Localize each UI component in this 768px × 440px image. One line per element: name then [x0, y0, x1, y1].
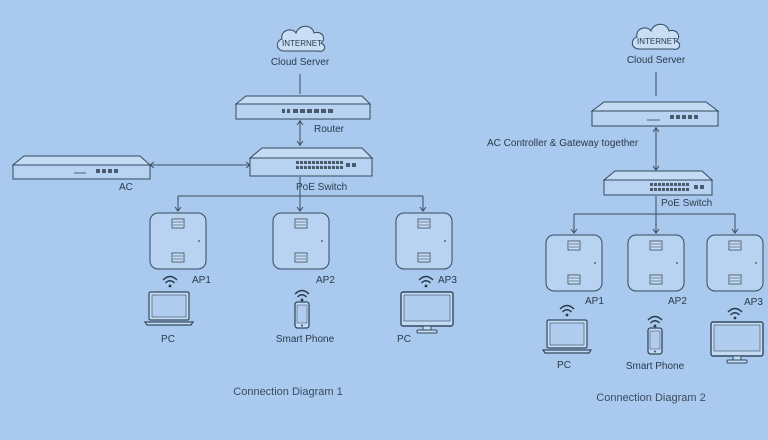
wifi-icon	[162, 275, 178, 289]
laptop-icon	[144, 291, 194, 326]
ap3-icon	[395, 212, 453, 270]
controller-gateway-label: AC Controller & Gateway together	[487, 138, 639, 149]
smartphone-icon	[294, 301, 310, 329]
ap3-icon	[706, 234, 764, 292]
smartphone-label: Smart Phone	[276, 334, 335, 345]
ap1-label: AP1	[585, 296, 604, 307]
cloud-server-label: Cloud Server	[271, 57, 330, 68]
monitor-icon	[400, 291, 454, 334]
pc1-label: PC	[557, 360, 571, 371]
ap1-label: AP1	[192, 275, 211, 286]
ac-label: AC	[119, 182, 133, 193]
ap2-icon	[627, 234, 685, 292]
router-label: Router	[314, 124, 345, 135]
poe-switch-label: PoE Switch	[296, 182, 347, 193]
laptop-icon	[542, 319, 592, 354]
pc1-label: PC	[161, 334, 175, 345]
pc2-label: PC	[397, 334, 411, 345]
smartphone-icon	[647, 327, 663, 355]
ap3-label: AP3	[438, 275, 457, 286]
ap2-label: AP2	[316, 275, 335, 286]
wifi-icon	[727, 307, 743, 321]
wifi-icon	[294, 289, 310, 303]
diagram-2-caption: Connection Diagram 2	[596, 392, 705, 404]
poe-switch-label: PoE Switch	[661, 198, 712, 209]
wifi-icon	[559, 304, 575, 318]
ap3-label: AP3	[744, 297, 763, 308]
controller-gateway-icon	[590, 101, 720, 127]
cloud-server-label: Cloud Server	[627, 55, 686, 66]
diagram-2: INTERNET Cloud Server AC Controller & Ga…	[487, 23, 764, 404]
wifi-icon	[647, 315, 663, 329]
router-icon	[234, 95, 372, 120]
poe-switch-icon	[248, 147, 374, 177]
diagram-1-caption: Connection Diagram 1	[233, 386, 342, 398]
poe-switch-icon	[602, 170, 714, 196]
diagram-1: INTERNET Cloud Server Router	[11, 25, 457, 398]
cloud-internet-label: INTERNET	[282, 39, 322, 48]
wifi-icon	[418, 275, 434, 289]
monitor-icon	[710, 321, 764, 364]
ap2-label: AP2	[668, 296, 687, 307]
ac-device-icon	[11, 155, 152, 180]
ap2-icon	[272, 212, 330, 270]
smartphone-label: Smart Phone	[626, 361, 685, 372]
ap1-icon	[545, 234, 603, 292]
ap1-icon	[149, 212, 207, 270]
cloud-internet-label: INTERNET	[637, 37, 677, 46]
